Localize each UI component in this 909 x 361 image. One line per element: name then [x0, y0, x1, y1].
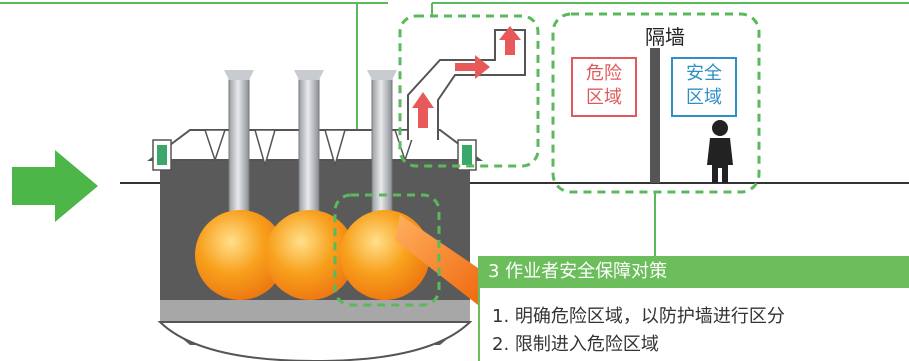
electrodes [224, 70, 397, 226]
roof-teeth [203, 129, 417, 168]
measure-item-1: 1. 明确危险区域，以防护墙进行区分 [492, 306, 785, 327]
wall-label: 隔墙 [645, 25, 685, 49]
electrode-3 [371, 74, 393, 226]
danger-zone-line1: 危险 [586, 63, 622, 84]
measure-item-2: 2. 限制进入危险区域 [492, 334, 659, 355]
measures-title: 3 作业者安全保障对策 [478, 256, 909, 288]
electrode-1 [228, 74, 250, 226]
sensor-fill-right [462, 145, 472, 165]
furnace-hearth [160, 300, 470, 322]
furnace-bottom [157, 321, 473, 361]
up-arrow-icon-1 [412, 92, 434, 128]
danger-zone-box: 危险 区域 [571, 57, 637, 117]
duct-highlight [398, 14, 540, 168]
molten-ball-2 [265, 210, 355, 300]
molten-zones [195, 210, 430, 300]
electrode-2 [298, 74, 320, 226]
partition-wall [650, 48, 660, 183]
tap-spout [395, 215, 478, 305]
molten-ball-1 [195, 210, 285, 300]
right-arrow-icon [455, 55, 490, 79]
safe-zone-line2: 区域 [686, 87, 722, 108]
safe-zone-line1: 安全 [686, 63, 722, 84]
flow-arrow-icon [12, 150, 98, 222]
person-icon [707, 120, 733, 183]
safe-zone-box: 安全 区域 [671, 57, 737, 117]
sensor-fill-left [157, 145, 167, 165]
danger-zone-line2: 区域 [586, 87, 622, 108]
measures-panel: 1. 明确危险区域，以防护墙进行区分 2. 限制进入危险区域 [478, 288, 909, 361]
up-arrow-icon-2 [499, 26, 521, 55]
tap-highlight [333, 193, 441, 307]
